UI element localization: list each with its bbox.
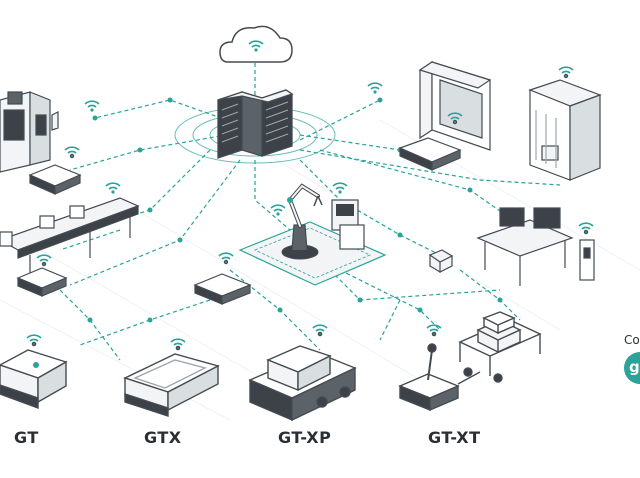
robot-label-gt-xt: GT-XT xyxy=(428,428,481,447)
robot-gtx xyxy=(123,338,220,417)
robot-label-gtx: GTX xyxy=(144,428,182,447)
inspection-booth xyxy=(528,66,602,181)
server-hub xyxy=(174,89,336,164)
robot-label-gt-xp: GT-XP xyxy=(278,428,332,447)
wifi-icon xyxy=(84,100,100,113)
agv-small-3 xyxy=(193,252,252,305)
cut-off-heading: Co xyxy=(624,333,640,347)
wifi-icon xyxy=(105,182,121,195)
robot-gt-xt xyxy=(398,311,542,412)
agv-small-1 xyxy=(28,146,82,195)
brand-logo xyxy=(624,352,640,384)
logo-letter: g xyxy=(629,358,640,376)
cnc-machine xyxy=(0,91,59,173)
cloud-icon xyxy=(219,25,293,63)
floor-grid xyxy=(0,119,640,421)
link-nodes xyxy=(87,97,503,323)
robot-gt xyxy=(0,334,68,410)
robot-label-gt: GT xyxy=(14,428,39,447)
loading-gate xyxy=(398,60,492,171)
wifi-icon xyxy=(367,82,383,95)
conveyor-belt xyxy=(0,197,140,278)
robot-gt-xp xyxy=(248,324,357,422)
agv-small-2 xyxy=(16,254,68,297)
control-desk xyxy=(428,207,595,286)
server-rack-icon xyxy=(217,89,294,159)
robot-arm-station xyxy=(238,182,387,286)
